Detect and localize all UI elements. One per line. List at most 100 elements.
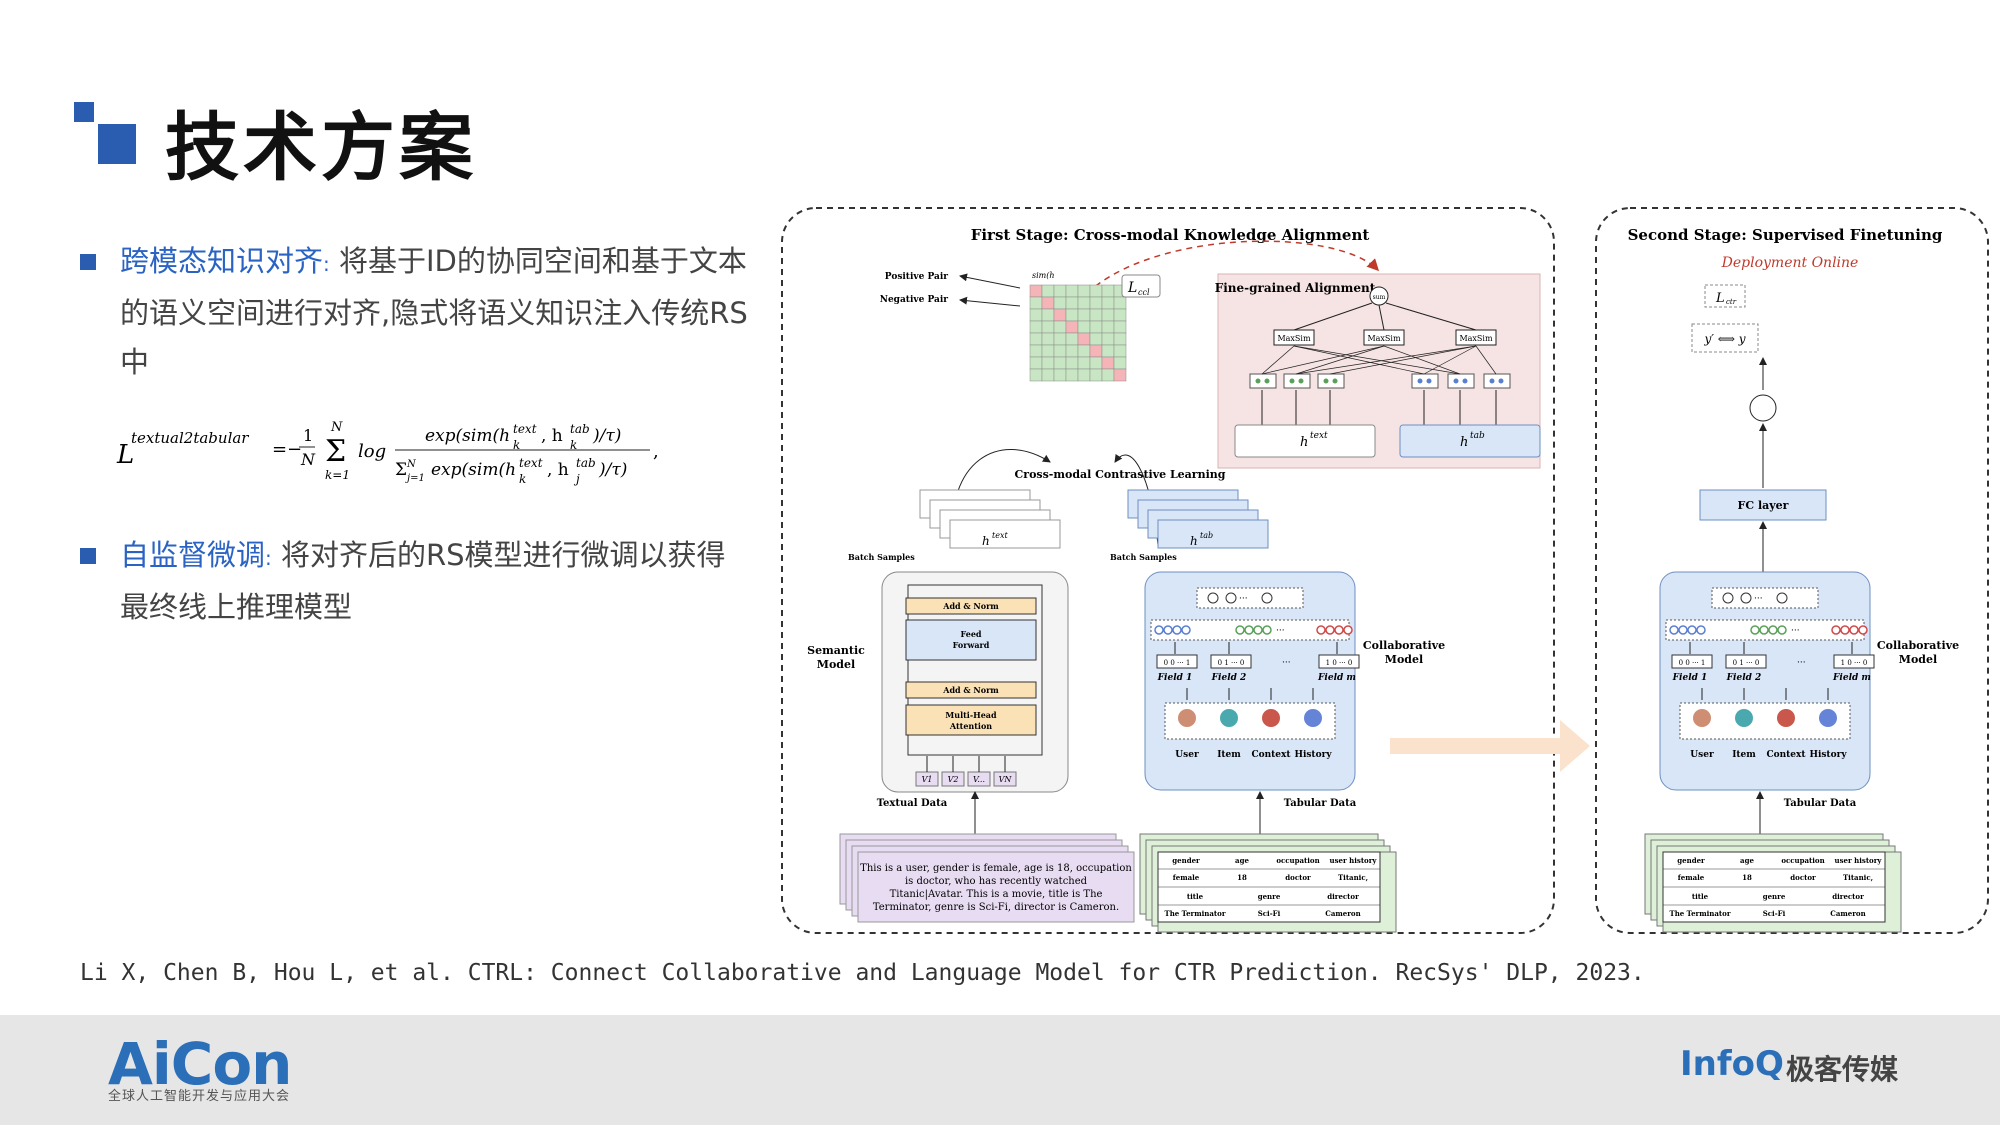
h-text-sup: text (1310, 431, 1328, 441)
table-cell: female (1173, 873, 1200, 882)
matrix-cell (1113, 368, 1127, 382)
matrix-cell (1065, 368, 1079, 382)
ccl-label: Cross-modal Contrastive Learning (1015, 468, 1226, 481)
infoq-logo: InfoQ (1680, 1044, 1784, 1084)
matrix-cell (1065, 296, 1079, 310)
table-cell: female (1678, 873, 1705, 882)
matrix-cell (1065, 356, 1079, 370)
textual-data-label: Textual Data (877, 798, 948, 809)
svg-text:−: − (287, 439, 302, 460)
stage1-frame (781, 207, 1555, 934)
embedding-dot (1244, 625, 1254, 635)
embedding-dot (1759, 625, 1769, 635)
field-code-box (1671, 654, 1713, 669)
batch-samples-label-1: Batch Samples (848, 552, 915, 562)
matrix-cell (1053, 296, 1067, 310)
maxsim-3: MaxSim (1459, 334, 1493, 343)
table-header-cell: gender (1677, 856, 1705, 865)
feature-icon (1178, 709, 1196, 727)
page-title: 技术方案 (165, 105, 477, 191)
tabular-data-label-2: Tabular Data (1784, 798, 1857, 809)
formula-lhs-sup: textual2tabular (131, 429, 249, 447)
matrix-cell (1101, 368, 1115, 382)
embedding-dot (1849, 625, 1859, 635)
matrix-cell (1089, 308, 1103, 322)
embedding-ellipsis: ··· (1791, 626, 1800, 636)
negative-pair-label: Negative Pair (880, 295, 949, 305)
maxsim-link (1261, 345, 1295, 375)
h-text-box (1234, 424, 1376, 458)
matrix-cell (1029, 284, 1043, 298)
sum-node: sum (1373, 294, 1386, 301)
batch-text-sup: text (992, 531, 1008, 540)
semantic-model-label-1: Semantic (807, 644, 865, 657)
matrix-cell (1041, 356, 1055, 370)
similarity-matrix (1029, 284, 1127, 382)
stage-transition-arrow (1390, 720, 1590, 772)
formula-den-j: j (573, 472, 580, 486)
token-dot (1489, 378, 1495, 384)
v-token-label: V2 (948, 775, 959, 784)
batch-text (949, 519, 1061, 549)
maxsim-link (1261, 345, 1385, 375)
table-cell: Sci-Fi (1763, 909, 1786, 918)
matrix-cell (1041, 368, 1055, 382)
matrix-cell (1053, 332, 1067, 346)
v-token-label: VN (999, 775, 1013, 784)
matrix-cell (1029, 332, 1043, 346)
matrix-cell (1077, 308, 1091, 322)
embedding-dot (1325, 625, 1335, 635)
field-label: Field m (1832, 673, 1871, 683)
token-box (1317, 373, 1345, 389)
table-header-cell: genre (1258, 892, 1281, 901)
footer-bar (0, 1015, 2000, 1125)
collab-label-2a: Collaborative (1877, 639, 1959, 652)
matrix-cell (1065, 344, 1079, 358)
fc-layer-box (1699, 489, 1827, 521)
output-neuron (1261, 592, 1273, 604)
geekbang-logo: 极客传媒 (1786, 1053, 1899, 1086)
feature-label: Context (1766, 750, 1806, 760)
matrix-cell (1101, 308, 1115, 322)
feature-icon (1777, 709, 1795, 727)
table-cell: Titanic, (1338, 873, 1368, 882)
token-dot (1453, 378, 1459, 384)
output-ellipsis: ··· (1239, 594, 1248, 604)
embedding-dot (1343, 625, 1353, 635)
formula-num-k1: k (513, 438, 520, 452)
embedding-dot (1777, 625, 1787, 635)
table-header-cell: occupation (1781, 856, 1824, 865)
embedding-dot (1181, 625, 1191, 635)
formula-num-k2: k (570, 438, 577, 452)
L-ctr-sub: ctr (1726, 298, 1737, 306)
embedding-dot (1163, 625, 1173, 635)
table-header-cell: title (1187, 892, 1204, 901)
formula-num-mid: , h (541, 426, 563, 446)
token-dot (1332, 378, 1338, 384)
table-cell: doctor (1790, 873, 1816, 882)
matrix-cell (1065, 308, 1079, 322)
embedding-dot (1687, 625, 1697, 635)
token-dot (1255, 378, 1261, 384)
h-tab-label: h (1460, 435, 1468, 450)
embedding-ellipsis: ··· (1276, 626, 1285, 636)
token-box (1283, 373, 1311, 389)
table-cell: 18 (1237, 873, 1247, 882)
output-neuron (1722, 592, 1734, 604)
feature-label: Item (1217, 750, 1241, 760)
table-cell: doctor (1285, 873, 1311, 882)
output-neuron (1740, 592, 1752, 604)
table-header-cell: genre (1763, 892, 1786, 901)
feature-label: History (1809, 750, 1847, 760)
matrix-cell (1113, 296, 1127, 310)
matrix-cell (1029, 356, 1043, 370)
text-sample-line-1: This is a user, gender is female, age is… (860, 863, 1132, 874)
maxsim-link (1293, 345, 1461, 375)
token-dot (1417, 378, 1423, 384)
matrix-cell (1089, 368, 1103, 382)
matrix-cell (1053, 308, 1067, 322)
matrix-cell (1101, 332, 1115, 346)
bullet-text-alignment: 跨模态知识对齐: 将基于ID的协同空间和基于文本的语义空间进行对齐,隐式将语义知… (120, 237, 750, 387)
